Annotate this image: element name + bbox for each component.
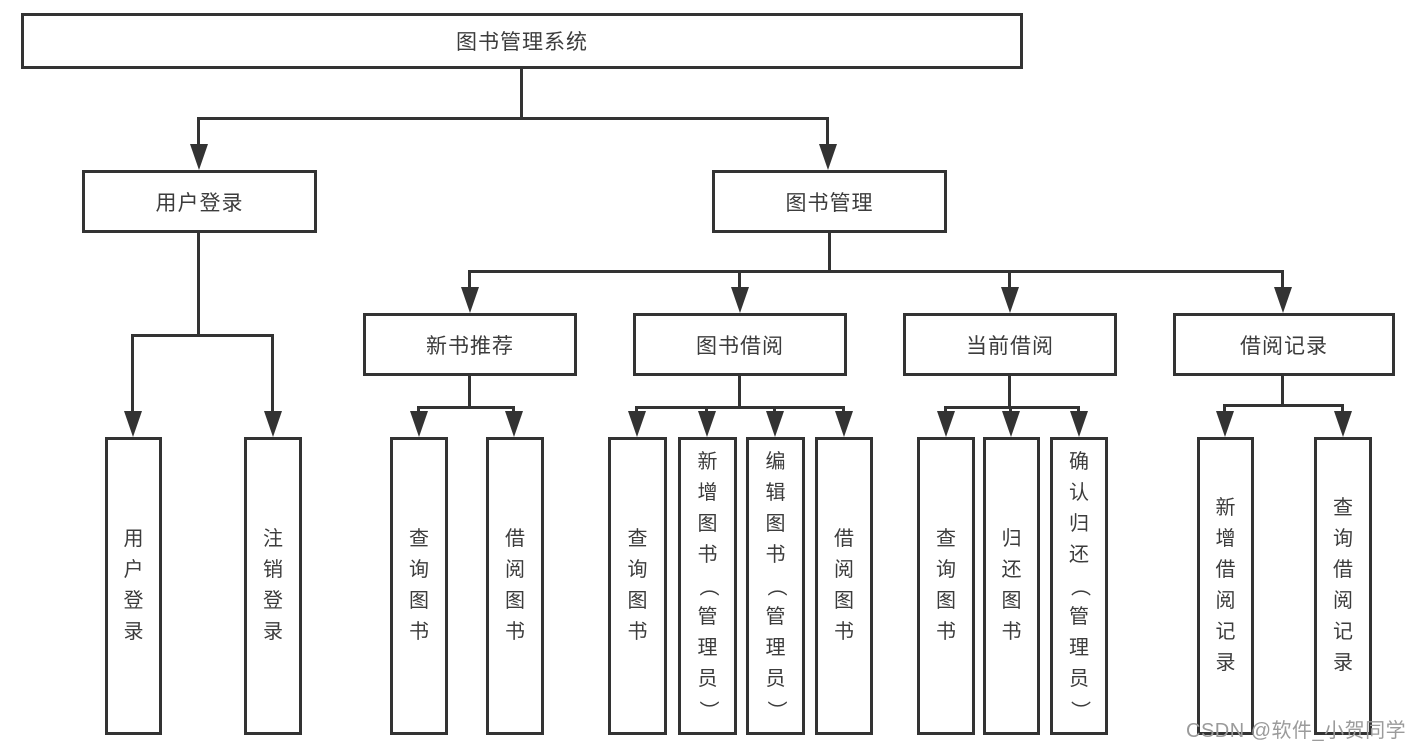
leaf-edit-book-admin: 编辑图书（管理员） — [746, 437, 805, 735]
node-current-borrowing: 当前借阅 — [903, 313, 1117, 376]
connector-level3-drop — [738, 273, 741, 289]
node-root-library-management-system: 图书管理系统 — [21, 13, 1023, 69]
connector-current-stem — [1008, 376, 1011, 409]
arrowhead-down-icon — [628, 411, 646, 437]
leaf-label: 借阅图书 — [505, 528, 525, 643]
node-book-borrowing: 图书借阅 — [633, 313, 847, 376]
node-label: 图书管理系统 — [456, 31, 588, 54]
connector-records-rail — [1223, 404, 1344, 407]
node-new-book-recommend: 新书推荐 — [363, 313, 577, 376]
arrowhead-down-icon — [1274, 287, 1292, 313]
arrowhead-down-icon — [731, 287, 749, 313]
connector-user-login-stem — [197, 233, 200, 337]
arrowhead-down-icon — [819, 144, 837, 170]
leaf-query-borrow-record: 查询借阅记录 — [1314, 437, 1372, 735]
connector-records-stem — [1281, 376, 1284, 407]
arrowhead-down-icon — [835, 411, 853, 437]
node-label: 新书推荐 — [426, 334, 514, 358]
leaf-label: 确认归还（管理员） — [1068, 450, 1091, 721]
connector-current-rail — [944, 406, 1080, 409]
arrowhead-down-icon — [505, 411, 523, 437]
connector-leaf-drop — [1341, 407, 1344, 413]
csdn-watermark: CSDN @软件_小贺同学 — [1186, 720, 1405, 742]
node-borrowing-records: 借阅记录 — [1173, 313, 1395, 376]
connector-leaf-drop — [131, 337, 134, 413]
leaf-user-login: 用户登录 — [105, 437, 162, 735]
leaf-label: 查询图书 — [627, 528, 648, 643]
leaf-query-books-current: 查询图书 — [917, 437, 975, 735]
connector-borrow-stem — [738, 376, 741, 409]
arrowhead-down-icon — [410, 411, 428, 437]
node-user-login: 用户登录 — [82, 170, 317, 233]
connector-borrow-rail — [635, 406, 845, 409]
arrowhead-down-icon — [1216, 411, 1234, 437]
arrowhead-down-icon — [264, 411, 282, 437]
leaf-label: 查询图书 — [409, 528, 429, 643]
leaf-label: 查询图书 — [936, 528, 956, 643]
leaf-label: 查询借阅记录 — [1333, 497, 1353, 674]
connector-new-rec-rail — [417, 406, 515, 409]
connector-level3-drop — [1281, 273, 1284, 289]
leaf-add-book-admin: 新增图书（管理员） — [678, 437, 737, 735]
leaf-borrow-books-recommend: 借阅图书 — [486, 437, 544, 735]
leaf-query-books-borrow: 查询图书 — [608, 437, 667, 735]
node-label: 图书借阅 — [696, 334, 784, 358]
node-book-management: 图书管理 — [712, 170, 947, 233]
arrowhead-down-icon — [124, 411, 142, 437]
leaf-add-borrow-record: 新增借阅记录 — [1197, 437, 1254, 735]
arrowhead-down-icon — [937, 411, 955, 437]
connector-level3-drop — [1008, 273, 1011, 289]
arrowhead-down-icon — [190, 144, 208, 170]
arrowhead-down-icon — [1070, 411, 1088, 437]
leaf-borrow-books-borrow: 借阅图书 — [815, 437, 873, 735]
node-label: 用户登录 — [155, 191, 244, 215]
connector-leaf-drop — [271, 337, 274, 413]
node-label: 当前借阅 — [966, 334, 1054, 358]
arrowhead-down-icon — [766, 411, 784, 437]
leaf-logout: 注销登录 — [244, 437, 302, 735]
connector-level3-drop — [468, 273, 471, 289]
connector-root-rail — [197, 117, 829, 120]
node-label: 借阅记录 — [1240, 334, 1328, 358]
arrowhead-down-icon — [698, 411, 716, 437]
arrowhead-down-icon — [1334, 411, 1352, 437]
leaf-label: 借阅图书 — [834, 528, 854, 643]
connector-book-mgmt-rail — [468, 270, 1284, 273]
leaf-label: 新增借阅记录 — [1215, 497, 1236, 674]
arrowhead-down-icon — [1001, 287, 1019, 313]
leaf-confirm-return-admin: 确认归还（管理员） — [1050, 437, 1108, 735]
leaf-query-books-recommend: 查询图书 — [390, 437, 448, 735]
connector-user-login-rail — [131, 334, 274, 337]
connector-leaf-drop — [1223, 407, 1226, 413]
connector-book-mgmt-stem — [828, 233, 831, 273]
arrowhead-down-icon — [461, 287, 479, 313]
leaf-label: 注销登录 — [263, 528, 283, 643]
leaf-return-books: 归还图书 — [983, 437, 1040, 735]
connector-user-login-drop — [197, 120, 200, 146]
leaf-label: 归还图书 — [1001, 528, 1022, 643]
arrowhead-down-icon — [1002, 411, 1020, 437]
connector-root-stem — [520, 69, 523, 120]
leaf-label: 用户登录 — [123, 528, 144, 643]
connector-new-rec-stem — [468, 376, 471, 409]
connector-book-mgmt-drop — [826, 120, 829, 146]
leaf-label: 新增图书（管理员） — [697, 450, 719, 721]
leaf-label: 编辑图书（管理员） — [765, 450, 787, 721]
node-label: 图书管理 — [785, 191, 874, 215]
